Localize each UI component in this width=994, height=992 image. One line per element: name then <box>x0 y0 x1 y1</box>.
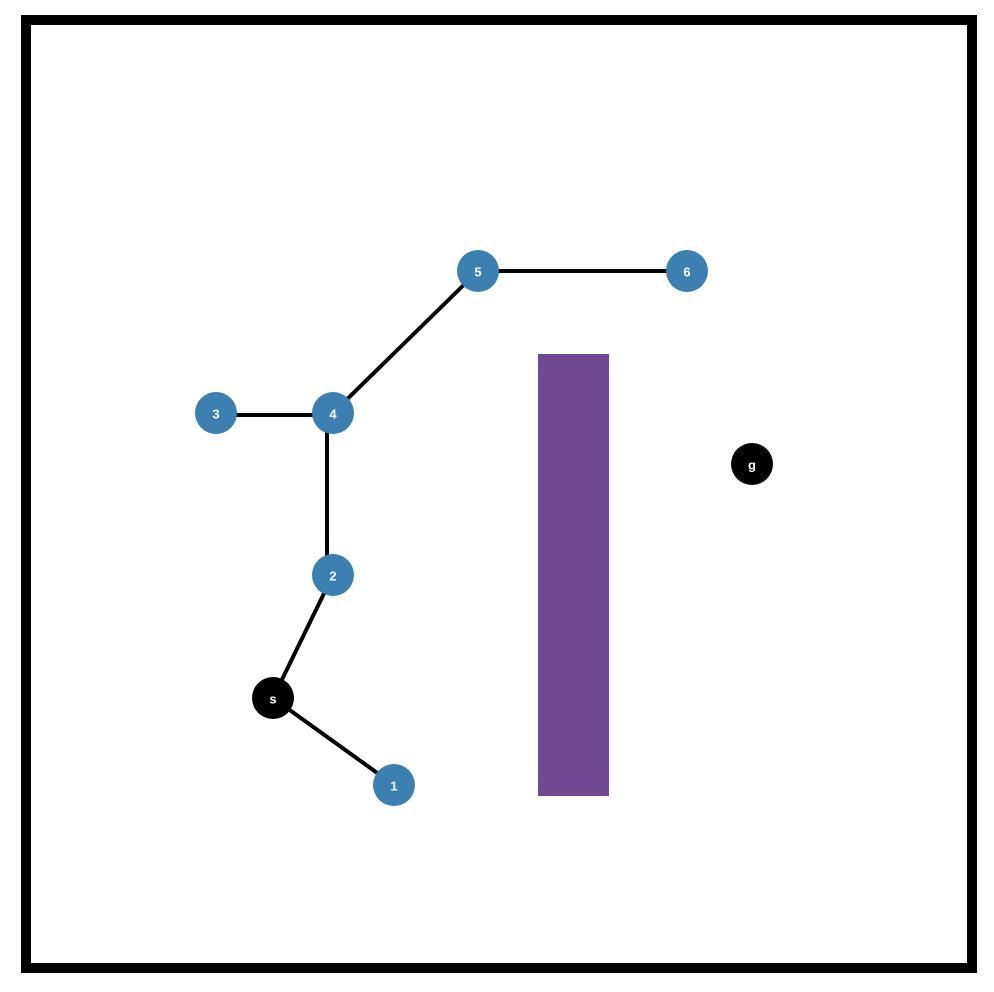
diagram-frame <box>21 15 977 973</box>
obstacle-block <box>538 354 609 796</box>
node-circle <box>312 392 354 434</box>
node-2: 2 <box>312 554 354 596</box>
node-circle <box>457 250 499 292</box>
node-label: 5 <box>474 265 481 280</box>
node-layer: s g 1 2 3 4 5 6 <box>195 250 773 806</box>
node-5: 5 <box>457 250 499 292</box>
node-label: 6 <box>683 265 690 280</box>
node-s: s <box>252 677 294 719</box>
node-circle <box>731 443 773 485</box>
node-label: 1 <box>390 779 397 794</box>
node-circle <box>195 392 237 434</box>
node-1: 1 <box>373 764 415 806</box>
edge-s-1 <box>271 696 396 787</box>
node-circle <box>666 250 708 292</box>
node-circle <box>252 677 294 719</box>
node-label: 2 <box>329 569 336 584</box>
edge-s-2 <box>271 574 335 699</box>
node-4: 4 <box>312 392 354 434</box>
node-3: 3 <box>195 392 237 434</box>
node-6: 6 <box>666 250 708 292</box>
node-circle <box>373 764 415 806</box>
node-label: g <box>748 458 756 473</box>
obstacle-layer <box>538 354 609 796</box>
node-g: g <box>731 443 773 485</box>
node-label: 3 <box>212 407 219 422</box>
node-label: s <box>269 692 276 707</box>
node-label: 4 <box>329 407 337 422</box>
node-circle <box>312 554 354 596</box>
edge-4-5 <box>331 269 480 415</box>
